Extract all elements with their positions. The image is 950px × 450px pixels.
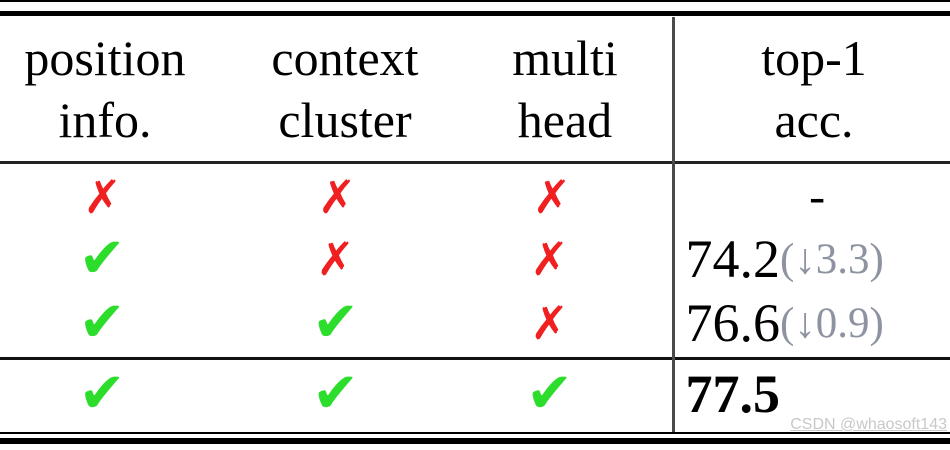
cell-accuracy: 74.2(↓3.3) xyxy=(659,228,950,290)
header-line: acc. xyxy=(774,92,854,148)
header-top1-acc: top-1 acc. xyxy=(678,18,950,160)
bottom-rule xyxy=(0,438,950,444)
cell-position-info: ✔ xyxy=(0,228,204,290)
header-line: head xyxy=(517,92,613,148)
cross-icon: ✗ xyxy=(83,170,122,224)
cross-icon: ✗ xyxy=(530,296,569,350)
column-divider xyxy=(672,17,675,432)
check-icon: ✔ xyxy=(312,361,360,426)
cell-accuracy: 76.6(↓0.9) xyxy=(659,291,950,355)
cell-position-info: ✔ xyxy=(0,291,204,355)
accuracy-value: 74.2 xyxy=(685,229,780,289)
cell-accuracy: 77.5 xyxy=(659,362,950,426)
header-line: context xyxy=(271,30,419,86)
accuracy-value: 76.6 xyxy=(685,293,780,353)
cell-context-cluster: ✗ xyxy=(205,167,469,227)
divider-gap xyxy=(632,228,659,290)
header-context-cluster: context cluster xyxy=(210,18,480,160)
cell-multi-head: ✗ xyxy=(467,228,632,290)
check-icon: ✔ xyxy=(312,290,360,355)
accuracy-value: 77.5 xyxy=(685,364,780,424)
watermark: CSDN @whaosoft143 xyxy=(790,416,947,433)
check-icon: ✔ xyxy=(78,361,126,426)
header-separator-rule xyxy=(0,161,950,164)
check-icon: ✔ xyxy=(78,226,126,291)
table-header-row: position info. context cluster multi hea… xyxy=(0,18,950,160)
header-position-info: position info. xyxy=(0,18,210,160)
cell-context-cluster: ✔ xyxy=(204,362,467,426)
cross-icon: ✗ xyxy=(532,170,572,224)
cell-accuracy: - xyxy=(662,167,950,227)
header-line: cluster xyxy=(278,92,412,148)
accuracy-delta: (↓3.3) xyxy=(779,235,884,283)
check-icon: ✔ xyxy=(526,361,573,426)
cell-context-cluster: ✔ xyxy=(204,291,467,355)
cell-position-info: ✔ xyxy=(0,362,204,426)
cross-icon: ✗ xyxy=(317,170,357,224)
header-multi-head: multi head xyxy=(480,18,650,160)
table-row: ✔ ✔ ✗ 76.6(↓0.9) xyxy=(0,291,950,355)
mid-separator-rule xyxy=(0,357,950,360)
check-icon: ✔ xyxy=(78,290,126,355)
table-row: ✔ ✔ ✔ 77.5 xyxy=(0,362,950,426)
header-line: position xyxy=(24,30,186,86)
accuracy-value: - xyxy=(809,170,826,223)
divider-gap xyxy=(632,362,659,426)
header-line: info. xyxy=(58,92,152,148)
cell-context-cluster: ✗ xyxy=(204,228,467,290)
header-line: multi xyxy=(512,30,618,86)
header-line: top-1 xyxy=(761,30,867,86)
divider-gap xyxy=(635,167,662,227)
bottom-inner-rule xyxy=(0,432,950,434)
top-outer-rule xyxy=(0,0,950,2)
table-row: ✗ ✗ ✗ - xyxy=(0,167,950,227)
cross-icon: ✗ xyxy=(530,232,569,286)
divider-gap xyxy=(650,18,678,160)
cell-multi-head: ✗ xyxy=(469,167,635,227)
top-rule xyxy=(0,11,950,16)
cross-icon: ✗ xyxy=(316,232,355,286)
cell-multi-head: ✗ xyxy=(467,291,632,355)
table-row: ✔ ✗ ✗ 74.2(↓3.3) xyxy=(0,228,950,290)
divider-gap xyxy=(632,291,659,355)
accuracy-delta: (↓0.9) xyxy=(779,299,884,347)
cell-multi-head: ✔ xyxy=(467,362,632,426)
cell-position-info: ✗ xyxy=(0,167,205,227)
